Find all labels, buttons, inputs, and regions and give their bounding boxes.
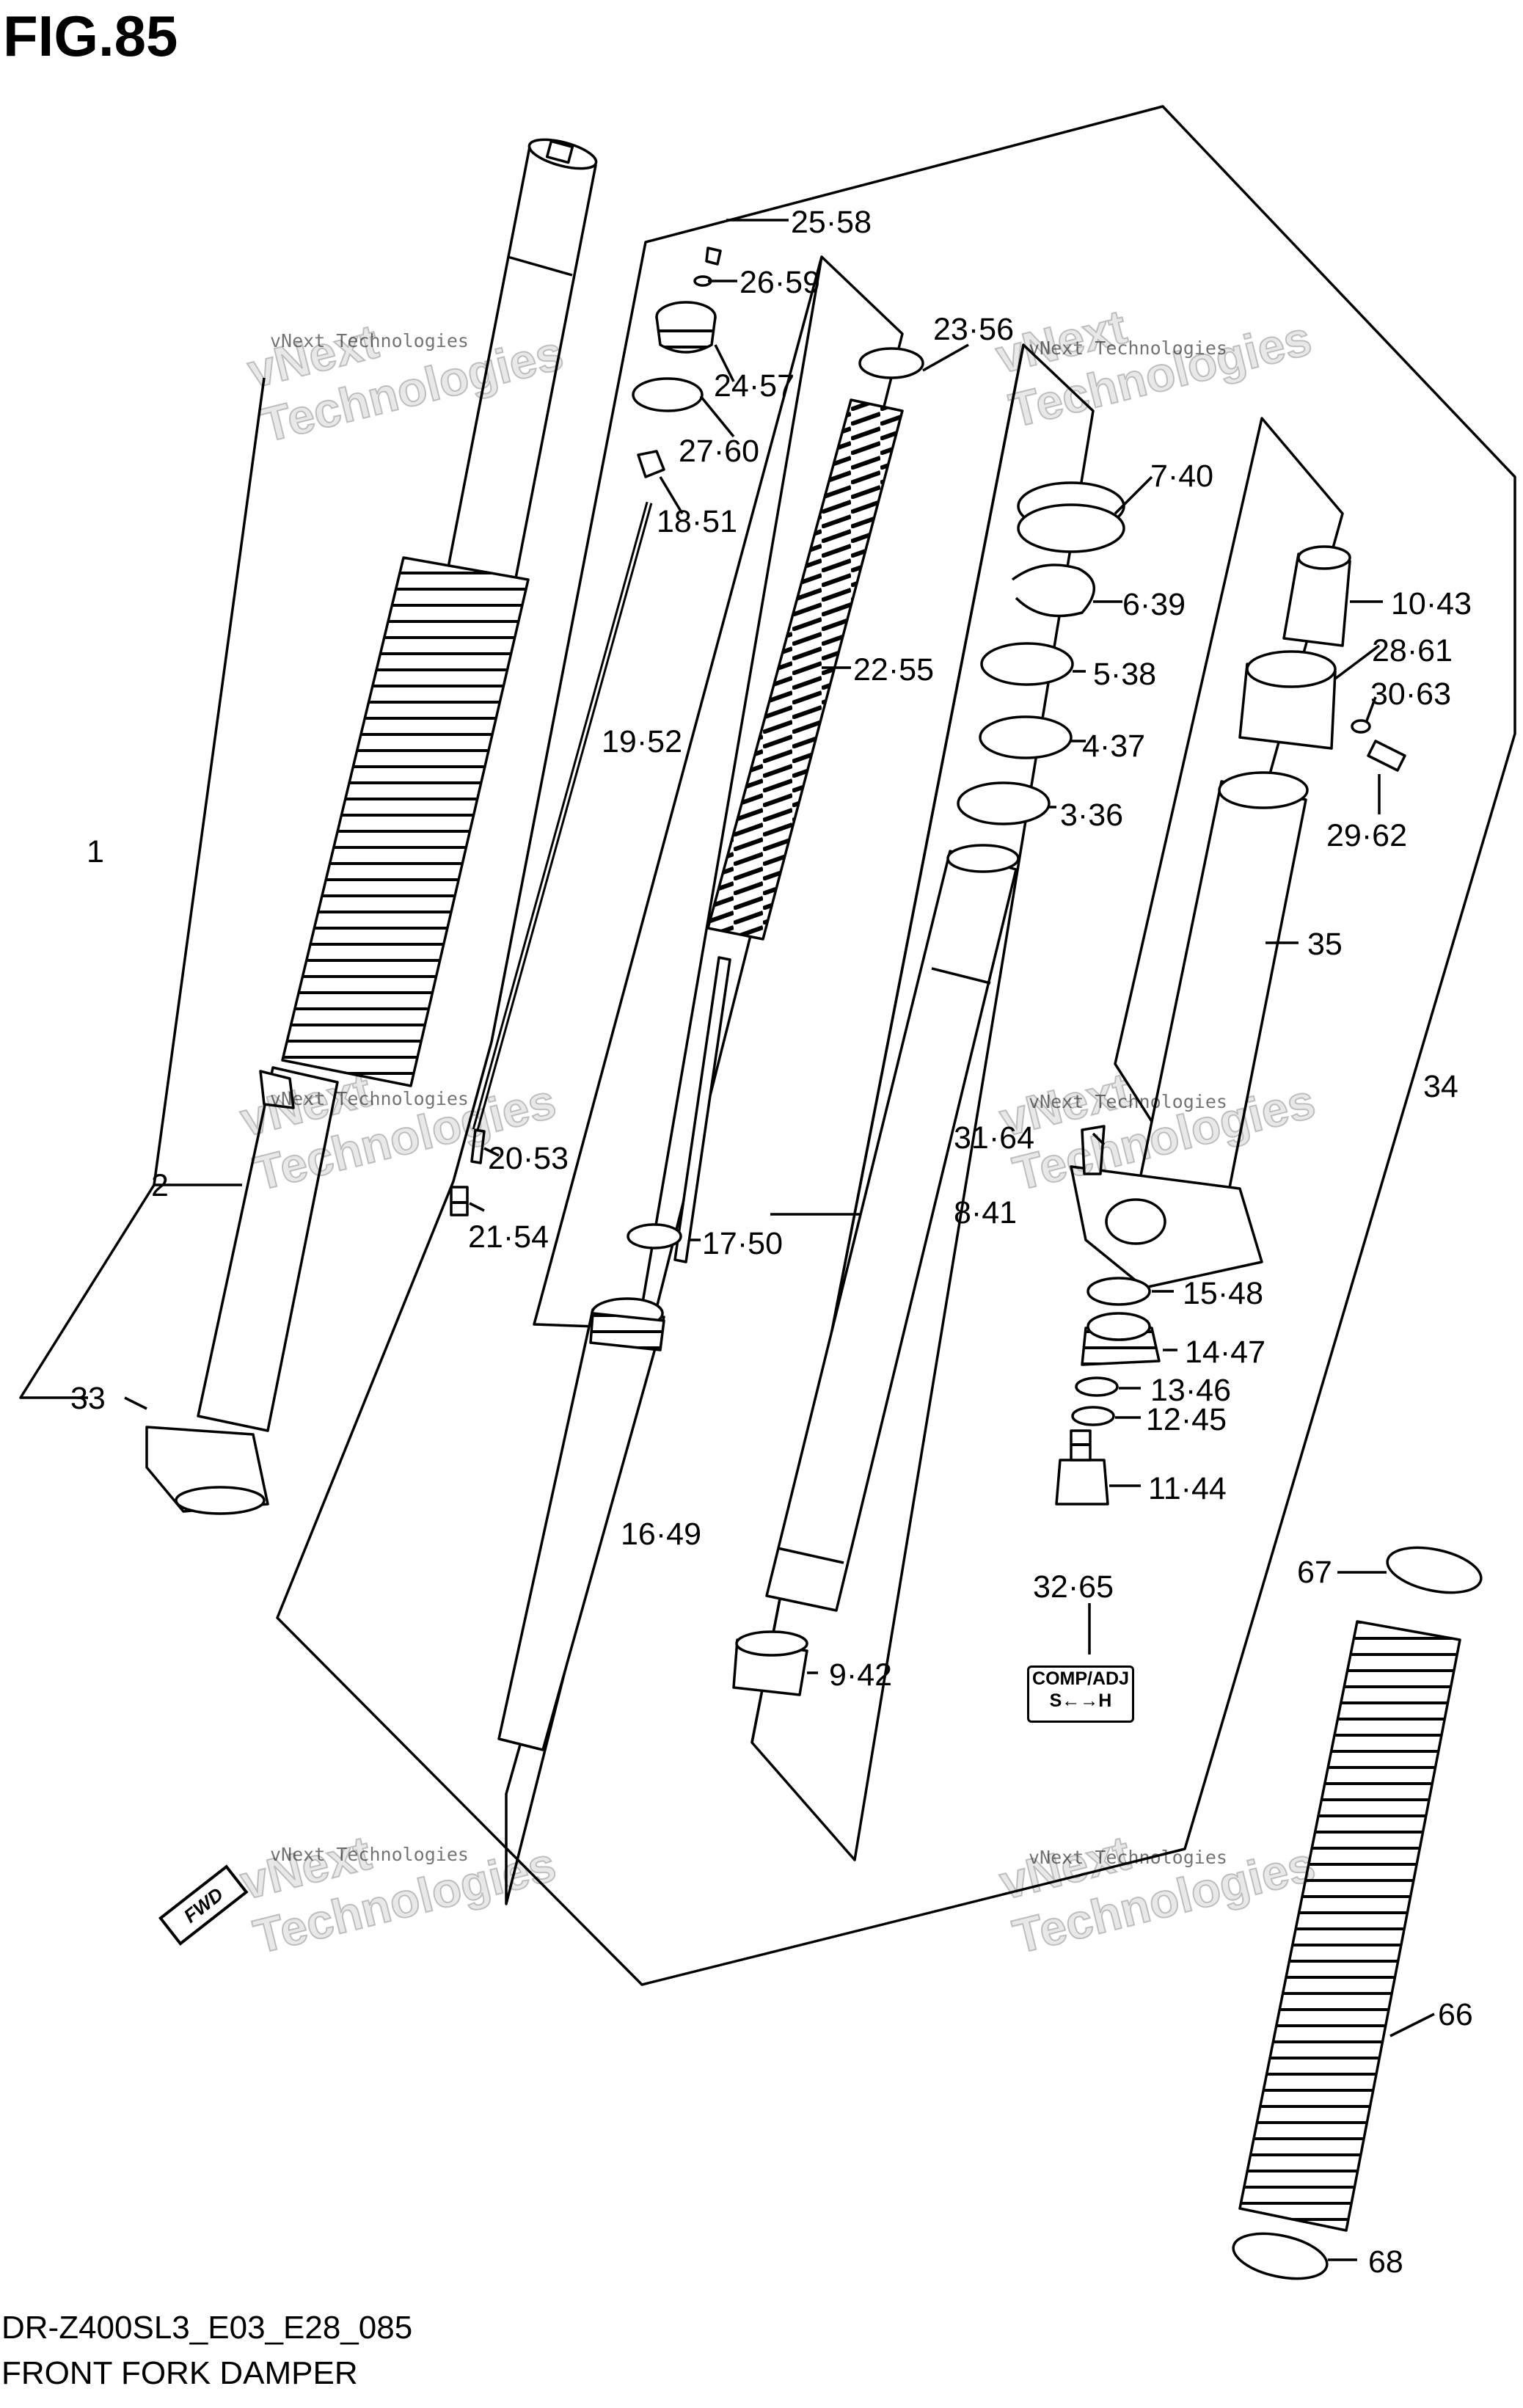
cylinder-8 <box>765 850 1018 1612</box>
clip-6 <box>1011 563 1095 618</box>
label-part-3: 3·36 <box>1060 798 1124 833</box>
label-part-31: 31·64 <box>954 1120 1034 1156</box>
label-part-7: 7·40 <box>1150 459 1214 494</box>
label-part-32: 32·65 <box>1033 1569 1114 1605</box>
badge-line-2: S←→H <box>1049 1690 1112 1711</box>
label-part-6: 6·39 <box>1122 587 1186 622</box>
model-code: DR-Z400SL3_E03_E28_085 <box>1 2310 413 2346</box>
label-part-29: 29·62 <box>1326 818 1407 853</box>
washer-30 <box>1351 719 1371 734</box>
label-part-9: 9·42 <box>829 1657 893 1693</box>
assembly-group-outline <box>276 105 1516 1986</box>
oring-27 <box>632 377 704 412</box>
boot-66 <box>1238 1620 1461 2232</box>
badge-line-1: COMP/ADJ <box>1032 1668 1129 1689</box>
watermark-text-5: vNext Technologies <box>270 1844 469 1865</box>
label-part-17: 17·50 <box>702 1226 783 1261</box>
label-part-26: 26·59 <box>739 265 820 300</box>
label-part-1: 1 <box>87 834 104 869</box>
label-part-18: 18·51 <box>657 504 737 539</box>
bushing-3 <box>957 781 1051 825</box>
clip-67 <box>1386 1546 1483 1594</box>
label-part-4: 4·37 <box>1082 729 1146 764</box>
label-part-20: 20·53 <box>488 1141 569 1176</box>
label-part-21: 21·54 <box>468 1219 549 1255</box>
fork-bellows <box>281 556 530 1087</box>
label-part-2: 2 <box>151 1168 169 1203</box>
ring-12 <box>1071 1406 1115 1426</box>
bracket-line-1 <box>19 377 266 1399</box>
diagram-title: FRONT FORK DAMPER <box>1 2355 358 2391</box>
label-part-13: 13·46 <box>1150 1373 1231 1408</box>
label-part-14: 14·47 <box>1185 1335 1265 1370</box>
bellows-clamp <box>259 1070 295 1109</box>
spring-21 <box>450 1186 469 1216</box>
label-part-25: 25·58 <box>791 205 872 240</box>
damper-cylinder <box>673 956 731 1263</box>
ring-13 <box>1075 1376 1119 1397</box>
label-part-27: 27·60 <box>679 434 759 469</box>
label-part-11: 11·44 <box>1148 1471 1227 1506</box>
figure-title: FIG.85 <box>3 4 178 68</box>
label-part-30: 30·63 <box>1370 676 1451 712</box>
label-part-35: 35 <box>1307 927 1343 962</box>
valve-11 <box>1055 1459 1109 1506</box>
label-part-10: 10·43 <box>1391 586 1472 621</box>
label-part-23: 23·56 <box>933 312 1014 347</box>
nut-18 <box>637 450 665 478</box>
label-part-66: 66 <box>1438 1997 1473 2032</box>
damper-box-right <box>637 256 823 1329</box>
label-part-34: 34 <box>1423 1069 1458 1104</box>
watermark-text-6: vNext Technologies <box>1029 1847 1227 1868</box>
label-part-8: 8·41 <box>954 1195 1018 1230</box>
comp-adj-badge: COMP/ADJ S←→H <box>1027 1665 1134 1723</box>
ring-17 <box>627 1223 682 1249</box>
piece-20 <box>470 1128 486 1164</box>
bushing-4 <box>979 715 1073 759</box>
oring-15 <box>1086 1277 1151 1306</box>
label-part-33: 33 <box>70 1381 106 1416</box>
label-part-15: 15·48 <box>1183 1276 1263 1311</box>
ring-23 <box>858 347 924 379</box>
bolt-29 <box>1367 740 1406 772</box>
bolt-25 <box>705 247 722 266</box>
label-part-67: 67 <box>1297 1555 1332 1590</box>
label-part-5: 5·38 <box>1093 657 1157 692</box>
label-part-19: 19·52 <box>602 724 682 759</box>
label-part-22: 22·55 <box>853 652 934 687</box>
label-part-28: 28·61 <box>1372 633 1453 668</box>
watermark-text-2: vNext Technologies <box>1029 338 1227 359</box>
clip-68 <box>1232 2232 1329 2280</box>
watermark-text-3: vNext Technologies <box>270 1088 469 1109</box>
label-part-12: 12·45 <box>1146 1402 1227 1437</box>
label-part-68: 68 <box>1368 2244 1403 2280</box>
label-part-24: 24·57 <box>714 368 795 404</box>
bushing-5 <box>980 642 1074 686</box>
label-part-16: 16·49 <box>621 1517 701 1552</box>
damper-rod-box <box>505 255 904 1905</box>
spring-22 <box>706 398 904 941</box>
watermark-text-4: vNext Technologies <box>1029 1091 1227 1112</box>
watermark-text-1: vNext Technologies <box>270 330 469 351</box>
axle-bracket-35 <box>1070 1165 1263 1289</box>
outer-slider <box>197 1066 339 1432</box>
